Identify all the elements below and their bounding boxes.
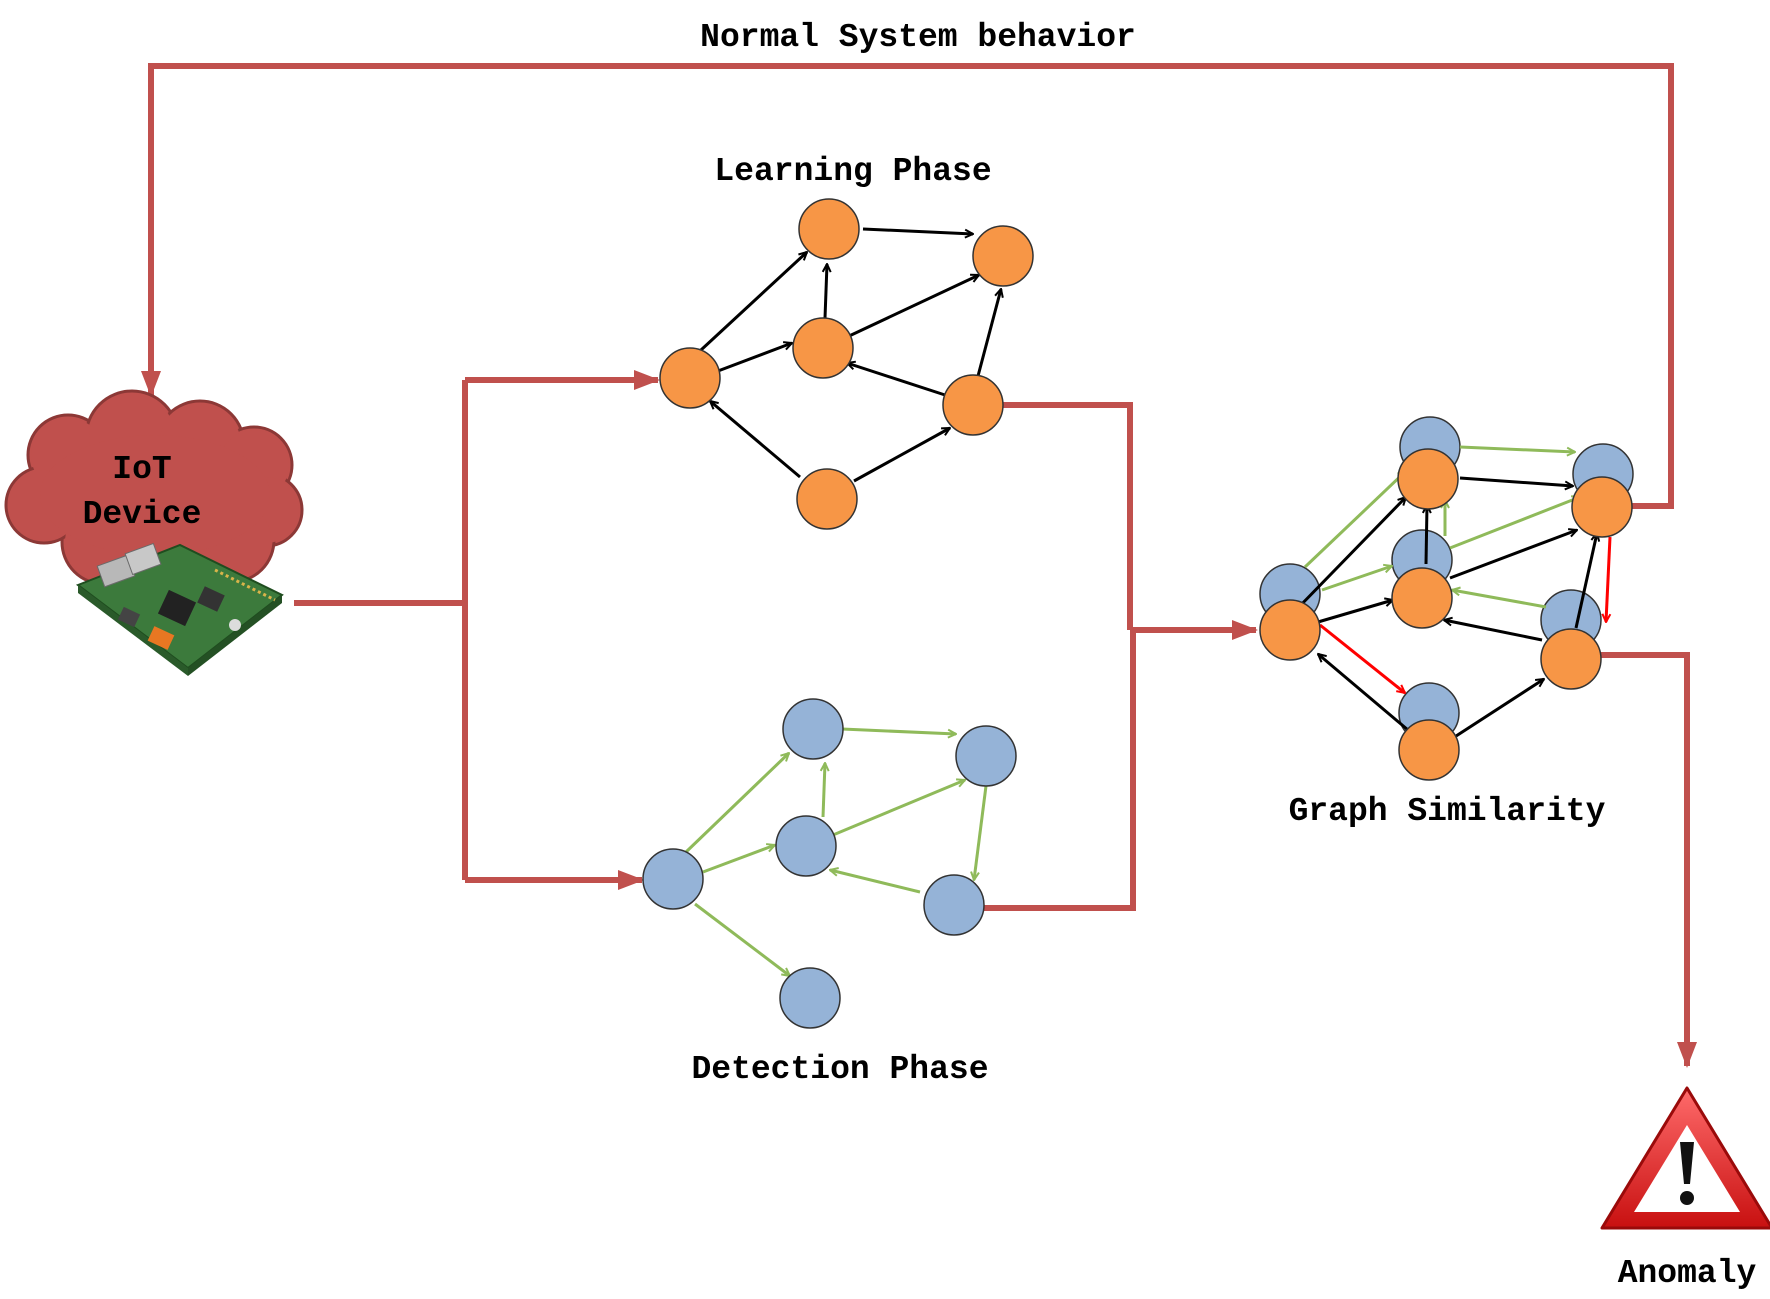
detection-node (642, 848, 704, 910)
anomaly-label: Anomaly (1618, 1255, 1757, 1292)
iot-device: IoT Device (4, 389, 304, 676)
detection-node (923, 874, 985, 936)
similarity-orange-node (1259, 599, 1321, 661)
graph-similarity-label: Graph Similarity (1289, 793, 1606, 830)
detection-edge (830, 870, 921, 894)
similarity-green-edge (1459, 445, 1575, 452)
learning-node (798, 198, 860, 260)
normal-behavior-feedback-arrow (141, 63, 1674, 509)
learning-edge (710, 401, 801, 479)
detection-node (782, 698, 844, 760)
similarity-green-edge (1449, 497, 1580, 550)
similarity-orange-node (1540, 628, 1602, 690)
detection-edge (832, 780, 965, 837)
detection-edge (841, 727, 956, 734)
similarity-black-edge (1294, 497, 1406, 612)
cloud-fill (9, 394, 299, 587)
learning-edge (976, 289, 1001, 377)
learning-node (792, 317, 854, 379)
similarity-black-edge (1449, 530, 1577, 580)
similarity-black-edge (1426, 505, 1427, 565)
similarity-red-edge (1606, 536, 1612, 622)
learning-edge (846, 273, 979, 339)
warning-triangle-icon (1600, 1086, 1770, 1230)
flow-arrows (141, 63, 1697, 1068)
similarity-green-edge (1303, 471, 1406, 569)
similarity-to-anomaly-arrow (1600, 652, 1697, 1068)
detection-edge (684, 753, 789, 854)
learning-graph (659, 198, 1034, 530)
similarity-black-edge (1574, 533, 1597, 629)
similarity-graph (1259, 416, 1634, 781)
similarity-black-edge (1444, 620, 1543, 642)
learning-edge (699, 252, 807, 352)
similarity-green-edge (1321, 566, 1392, 592)
raspberry-pi-board-icon (75, 542, 284, 676)
iot-label-line2: Device (83, 496, 202, 533)
similarity-black-edge (1318, 654, 1409, 732)
learning-to-merge-line (1000, 402, 1133, 630)
learning-node (972, 225, 1034, 287)
similarity-red-edge (1319, 623, 1405, 693)
learning-edge (717, 343, 792, 373)
detection-node (775, 815, 837, 877)
detection-node (955, 725, 1017, 787)
learning-node (942, 374, 1004, 436)
detection-edge (702, 845, 775, 874)
similarity-orange-node (1571, 476, 1633, 538)
detection-to-merge-line (982, 630, 1136, 911)
learning-edge (825, 264, 827, 319)
learning-edge (847, 363, 946, 397)
detection-phase-label: Detection Phase (691, 1051, 988, 1088)
detection-edge (974, 785, 988, 880)
similarity-green-edge (1452, 590, 1547, 609)
similarity-orange-node (1398, 719, 1460, 781)
similarity-black-edge (1452, 677, 1544, 740)
learning-node (659, 347, 721, 409)
similarity-black-edge (1317, 600, 1393, 624)
detection-edge (694, 902, 790, 976)
learning-edge (853, 426, 950, 483)
normal-behavior-label: Normal System behavior (700, 19, 1136, 56)
similarity-orange-node (1391, 567, 1453, 629)
similarity-black-edge (1459, 476, 1573, 486)
learning-edge (862, 227, 973, 234)
detection-graph (642, 698, 1017, 1029)
detection-node (779, 967, 841, 1029)
similarity-orange-node (1397, 448, 1459, 510)
iot-label-line1: IoT (112, 451, 171, 488)
learning-phase-label: Learning Phase (714, 153, 991, 190)
learning-node (796, 468, 858, 530)
detection-edge (823, 763, 825, 818)
